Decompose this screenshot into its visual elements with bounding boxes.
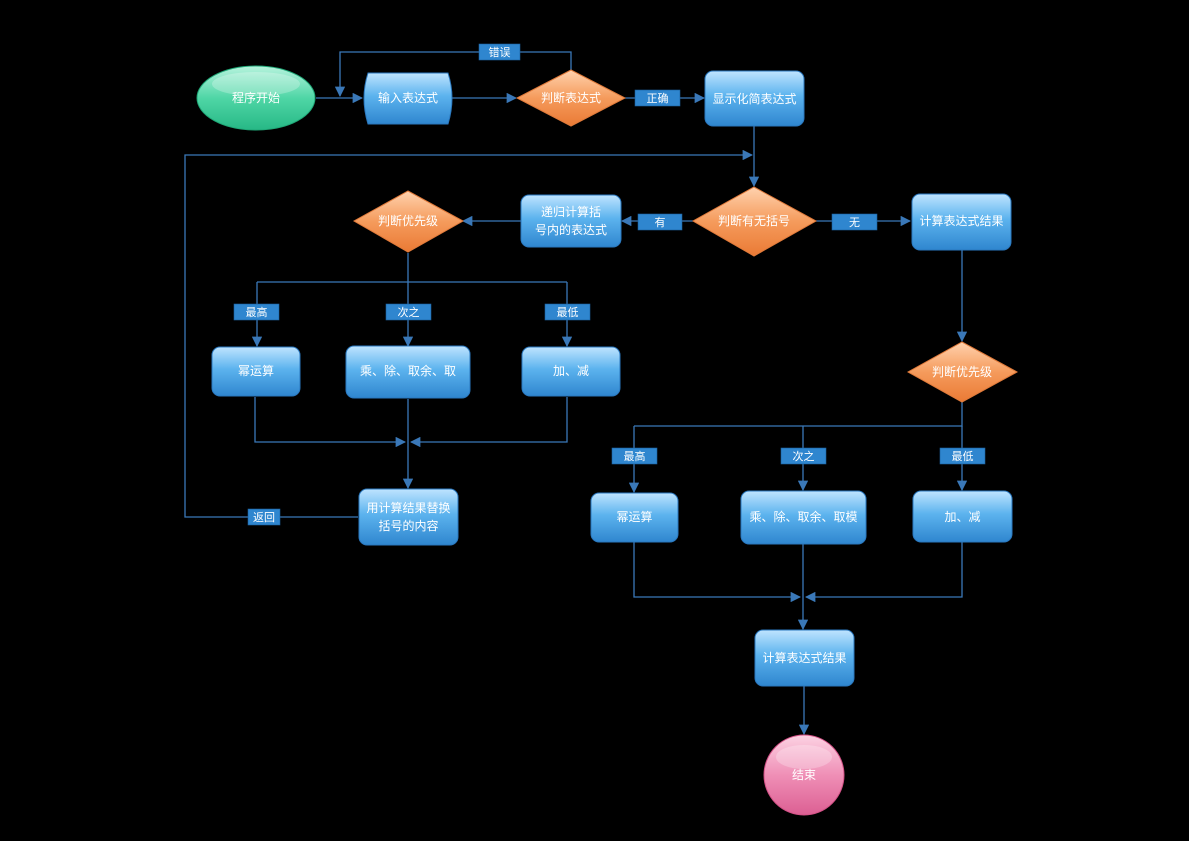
- node-muldiv-left-text: 乘、除、取余、取: [360, 363, 456, 378]
- edge-error-loop: [334, 51, 572, 98]
- edge-back-loop: [184, 149, 754, 518]
- label-back: 返回: [247, 508, 281, 526]
- node-check-paren-text: 判断有无括号: [718, 213, 790, 228]
- label-left-low: 最低: [544, 303, 591, 321]
- node-show-simplified-text: 显示化简表达式: [712, 92, 796, 106]
- edge-right-addsub-merge: [804, 542, 963, 603]
- label-none: 无: [831, 213, 878, 231]
- label-correct: 正确: [634, 89, 681, 107]
- node-compute-top-text: 计算表达式结果: [919, 213, 1003, 228]
- node-recursive-text-2: 号内的表达式: [535, 222, 607, 237]
- label-right-low-text: 最低: [952, 450, 974, 463]
- node-recursive[interactable]: 递归计算括 号内的表达式: [520, 194, 622, 248]
- node-input-text: 输入表达式: [378, 90, 438, 105]
- node-priority-right[interactable]: 判断优先级: [906, 341, 1019, 403]
- node-power-left[interactable]: 幂运算: [211, 346, 301, 397]
- node-check-expr-text: 判断表达式: [541, 90, 601, 105]
- node-start[interactable]: 程序开始: [196, 65, 316, 131]
- label-left-low-text: 最低: [557, 306, 579, 319]
- label-back-text: 返回: [253, 511, 275, 524]
- label-has: 有: [637, 213, 683, 231]
- label-left-mid: 次之: [385, 303, 432, 321]
- edge-right-power-merge: [633, 542, 802, 603]
- node-power-right[interactable]: 幂运算: [590, 492, 679, 543]
- node-priority-left-text: 判断优先级: [378, 213, 438, 228]
- node-addsub-right-text: 加、减: [944, 510, 980, 524]
- node-check-expr[interactable]: 判断表达式: [515, 69, 627, 127]
- node-show-simplified[interactable]: 显示化简表达式: [704, 70, 805, 127]
- label-right-mid: 次之: [780, 447, 827, 465]
- label-error: 错误: [478, 43, 521, 61]
- edge-left-priority-split: [257, 253, 567, 283]
- node-replace-text-2: 括号的内容: [378, 518, 438, 533]
- node-priority-right-text: 判断优先级: [932, 364, 992, 379]
- node-power-left-text: 幂运算: [238, 363, 274, 378]
- node-end-text: 结束: [792, 768, 816, 782]
- node-compute-top[interactable]: 计算表达式结果: [911, 193, 1012, 251]
- node-muldiv-right-text: 乘、除、取余、取模: [749, 509, 857, 524]
- label-right-high: 最高: [611, 447, 658, 465]
- node-compute-bottom-text: 计算表达式结果: [762, 650, 846, 665]
- edge-labels: 错误 正确 有 无 最高 次之 最低 返回: [233, 43, 986, 526]
- node-check-paren[interactable]: 判断有无括号: [691, 186, 818, 257]
- label-has-text: 有: [655, 215, 666, 229]
- node-muldiv-right[interactable]: 乘、除、取余、取模: [740, 490, 867, 545]
- label-left-high-text: 最高: [246, 305, 268, 319]
- label-left-high: 最高: [233, 303, 280, 321]
- node-compute-bottom[interactable]: 计算表达式结果: [754, 629, 855, 687]
- label-right-high-text: 最高: [624, 449, 646, 463]
- node-recursive-text-1: 递归计算括: [541, 204, 601, 219]
- node-muldiv-left[interactable]: 乘、除、取余、取: [345, 345, 471, 399]
- node-end[interactable]: 结束: [763, 734, 845, 816]
- label-right-mid-text: 次之: [793, 449, 815, 463]
- node-replace-text-1: 用计算结果替换: [366, 500, 450, 515]
- edge-left-power-merge: [254, 397, 407, 448]
- label-correct-text: 正确: [647, 92, 669, 105]
- nodes: 程序开始 输入表达式 判断表达式 显示化简表达式 判断有无括号 递归计算括 号内…: [196, 65, 1019, 816]
- node-priority-left[interactable]: 判断优先级: [352, 190, 465, 253]
- node-start-text: 程序开始: [232, 90, 280, 105]
- label-right-low: 最低: [939, 447, 986, 465]
- label-error-text: 错误: [489, 45, 511, 59]
- node-addsub-left[interactable]: 加、减: [521, 346, 621, 397]
- node-addsub-left-text: 加、减: [553, 364, 589, 378]
- node-replace[interactable]: 用计算结果替换 括号的内容: [358, 488, 459, 546]
- label-left-mid-text: 次之: [398, 305, 420, 319]
- node-input[interactable]: 输入表达式: [363, 72, 453, 125]
- edge-right-priority-split: [634, 402, 963, 427]
- edge-left-addsub-merge: [409, 397, 568, 448]
- node-power-right-text: 幂运算: [616, 509, 652, 524]
- label-none-text: 无: [849, 216, 860, 229]
- node-addsub-right[interactable]: 加、减: [912, 490, 1013, 543]
